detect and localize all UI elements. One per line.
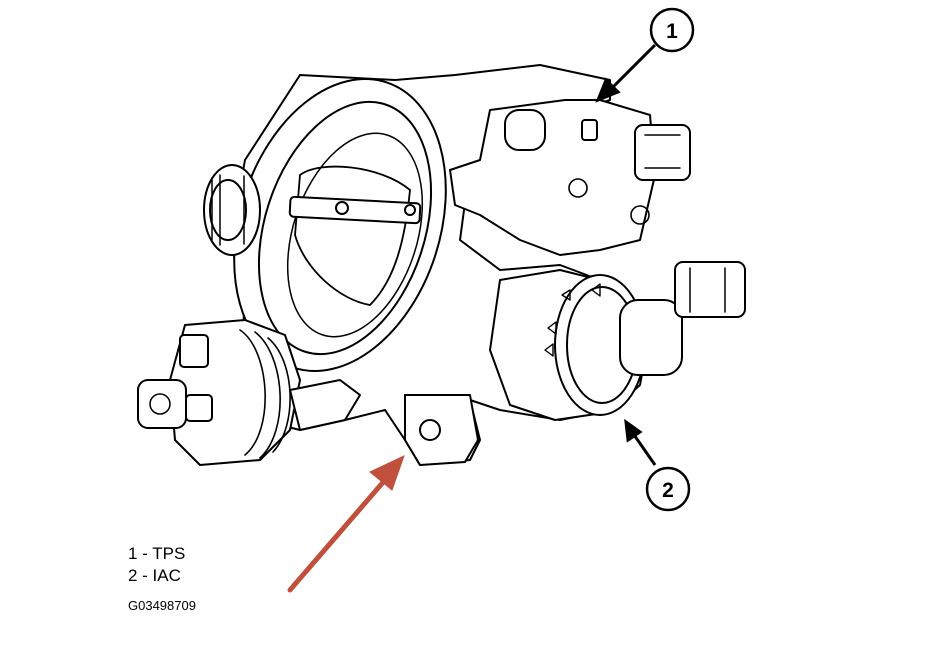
legend: 1 - TPS 2 - IAC	[128, 543, 185, 587]
tps-slot	[581, 119, 598, 141]
tps-connector-latch	[644, 134, 681, 169]
callout-2-circle	[645, 466, 691, 512]
tps-connector	[634, 124, 691, 181]
iac-connector-ribs	[689, 267, 726, 313]
throttle-plate	[294, 165, 411, 306]
throttle-bore-inner-ring	[257, 100, 433, 356]
tps-screw-bottom	[630, 205, 650, 225]
red-pointer-arrow-shaft	[287, 477, 388, 593]
iac-connector	[674, 261, 746, 318]
shaft-screw-left	[335, 201, 349, 215]
legend-item-tps: 1 - TPS	[128, 544, 186, 563]
torx-bolt-icon	[149, 393, 171, 415]
tps-mount-boss	[504, 109, 546, 151]
callout-2-leader	[630, 431, 657, 466]
callout-1-arrowhead	[595, 77, 621, 103]
left-coupling-ribs	[211, 174, 245, 246]
pulley-hex-nut	[179, 334, 209, 368]
tps-sensor	[449, 99, 656, 256]
figure-id: G03498709	[128, 598, 196, 613]
lower-bracket	[289, 379, 361, 431]
red-pointer-arrowhead	[369, 455, 405, 491]
callout-1-number: 1	[666, 20, 678, 43]
callout-1-leader	[608, 43, 657, 92]
iac-pintle	[619, 299, 683, 376]
shaft-screw-right	[404, 204, 416, 216]
callout-2-arrowhead	[624, 418, 643, 443]
legend-item-iac: 2 - IAC	[128, 566, 181, 585]
mounting-tab	[404, 394, 479, 466]
throttle-shaft	[288, 195, 422, 225]
iac-triangle-marks	[544, 283, 601, 357]
pulley-hex-nut-2	[185, 394, 213, 422]
left-coupling	[203, 164, 261, 256]
left-coupling-inner	[209, 179, 247, 241]
callout-1-circle	[649, 7, 695, 53]
callout-2-number: 2	[662, 479, 674, 502]
tps-screw-top	[568, 178, 588, 198]
mounting-hole	[419, 419, 441, 441]
pulley-bolt-head	[137, 379, 187, 429]
